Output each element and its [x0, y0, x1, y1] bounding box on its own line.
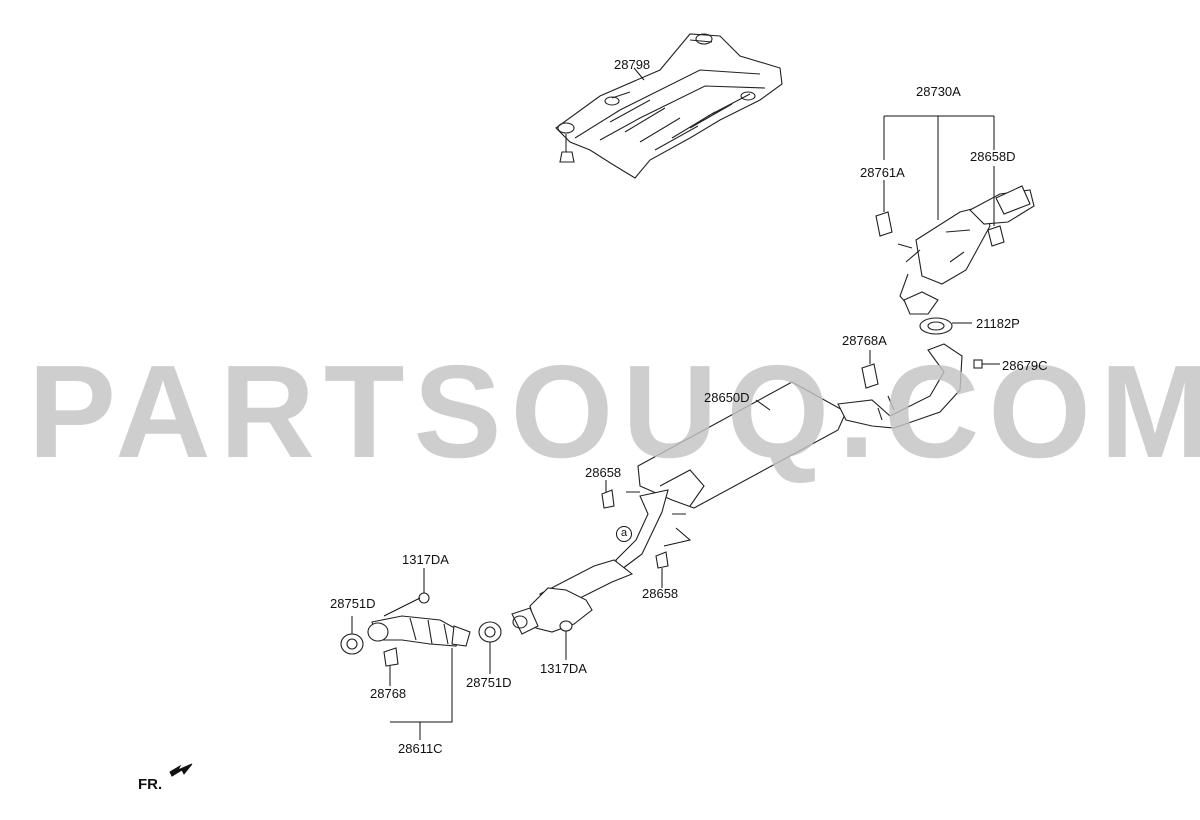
hanger-center-part[interactable]: [861, 363, 879, 389]
tail-hanger-left-part[interactable]: [875, 211, 893, 237]
tail-assy-bracket: [883, 115, 995, 220]
heat-shield-leader: [633, 67, 645, 81]
watermark: PARTSOUQ.COM: [28, 338, 1200, 485]
label-nut-lower[interactable]: 1317DA: [540, 661, 587, 676]
label-hanger-tail-left[interactable]: 28761A: [860, 165, 905, 180]
label-center-muffler[interactable]: 28650D: [704, 390, 750, 405]
tail-gasket-part[interactable]: [919, 317, 953, 335]
center-muffler-leader: [755, 399, 771, 411]
nut-lower-part[interactable]: [559, 620, 573, 632]
label-heat-shield[interactable]: 28798: [614, 57, 651, 72]
reference-marker: a: [616, 526, 632, 542]
hanger-front-upper-part[interactable]: [601, 489, 615, 509]
label-front-pipe-assy[interactable]: 28611C: [398, 741, 443, 756]
label-gasket-front[interactable]: 28751D: [330, 596, 376, 611]
front-pipe-assy-bracket: [390, 648, 453, 740]
front-direction-arrow-icon: [169, 763, 193, 777]
gasket-front-part[interactable]: [340, 633, 364, 655]
label-gasket-mid[interactable]: 28751D: [466, 675, 512, 690]
hanger-front-pipe-part[interactable]: [383, 647, 399, 667]
label-nut-upper[interactable]: 1317DA: [402, 552, 449, 567]
hanger-front-lower-part[interactable]: [655, 551, 669, 569]
label-hanger-front-pipe[interactable]: 28768: [370, 686, 407, 701]
front-marker-label: FR.: [138, 776, 163, 793]
label-hanger-tail-right[interactable]: 28658D: [970, 149, 1016, 164]
label-tail-assy[interactable]: 28730A: [916, 84, 961, 99]
label-bolt-tail[interactable]: 28679C: [1002, 358, 1048, 373]
gasket-mid-part[interactable]: [478, 621, 502, 643]
catalytic-converter-part[interactable]: [511, 587, 593, 635]
hanger-front-lower-leader: [661, 527, 692, 588]
label-hanger-front-upper[interactable]: 28658: [585, 465, 622, 480]
tail-muffler-part[interactable]: [897, 185, 1035, 315]
tail-hanger-right-part[interactable]: [987, 225, 1005, 247]
nut-upper-part[interactable]: [418, 592, 430, 604]
label-hanger-center[interactable]: 28768A: [842, 333, 887, 348]
front-pipe-part[interactable]: [367, 615, 471, 647]
nut-upper-stud-line: [383, 597, 421, 617]
label-hanger-front-lower[interactable]: 28658: [642, 586, 679, 601]
label-gasket-tail[interactable]: 21182P: [976, 316, 1020, 331]
heat-shield-part[interactable]: [555, 33, 783, 179]
